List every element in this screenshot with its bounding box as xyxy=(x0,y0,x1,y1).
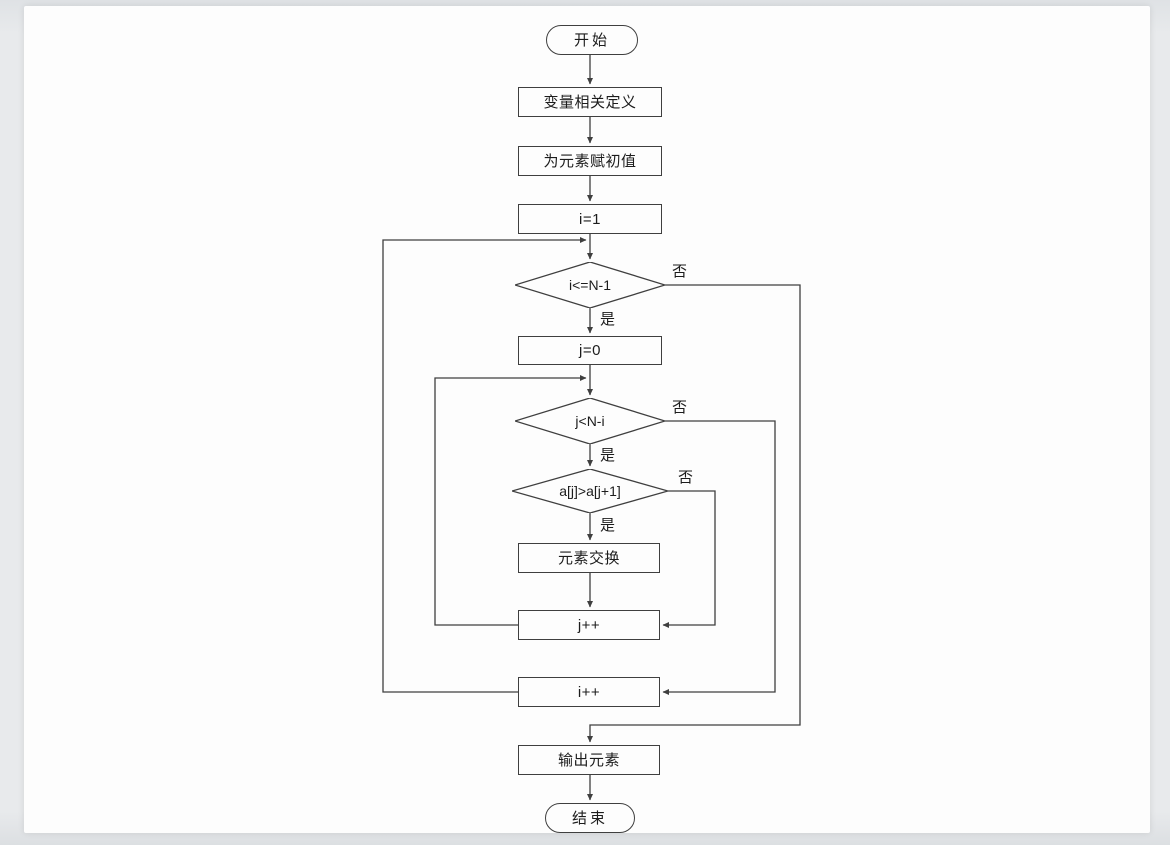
process-set-i: i=1 xyxy=(518,204,662,234)
process-swap-elements: 元素交换 xyxy=(518,543,660,573)
process-init-elements: 为元素赋初值 xyxy=(518,146,662,176)
decision-compare-condition: a[j]>a[j+1] xyxy=(512,469,668,513)
edge-inci-loop-condi xyxy=(382,237,587,693)
edge-condj-no-inci xyxy=(662,420,776,695)
process-increment-j: j++ xyxy=(518,610,660,640)
decision-i-diamond-shape xyxy=(515,262,665,308)
process-define-variables: 变量相关定义 xyxy=(518,87,662,117)
branch-label-yes-j: 是 xyxy=(600,447,616,464)
process-output-elements: 输出元素 xyxy=(518,745,660,775)
branch-label-no-j: 否 xyxy=(672,399,688,416)
edge-incj-loop-condj xyxy=(434,375,587,626)
start-terminator: 开始 xyxy=(546,25,638,55)
branch-label-yes-i: 是 xyxy=(600,311,616,328)
decision-j-label: j<N-i xyxy=(575,413,605,429)
process-increment-i: i++ xyxy=(518,677,660,707)
process-set-j: j=0 xyxy=(518,336,662,365)
decision-i-label: i<=N-1 xyxy=(568,277,612,293)
branch-label-yes-compare: 是 xyxy=(600,517,616,534)
decision-i-condition: i<=N-1 xyxy=(515,262,665,308)
decision-j-condition: j<N-i xyxy=(515,398,665,444)
branch-label-no-compare: 否 xyxy=(678,469,694,486)
edge-condcompare-no-incj xyxy=(662,490,716,628)
end-terminator: 结束 xyxy=(545,803,635,833)
decision-compare-diamond-shape xyxy=(512,469,668,513)
branch-label-no-i: 否 xyxy=(672,263,688,280)
decision-j-diamond-shape xyxy=(515,398,665,444)
edge-condi-no-output xyxy=(587,284,801,743)
decision-compare-label: a[j]>a[j+1] xyxy=(559,483,621,499)
